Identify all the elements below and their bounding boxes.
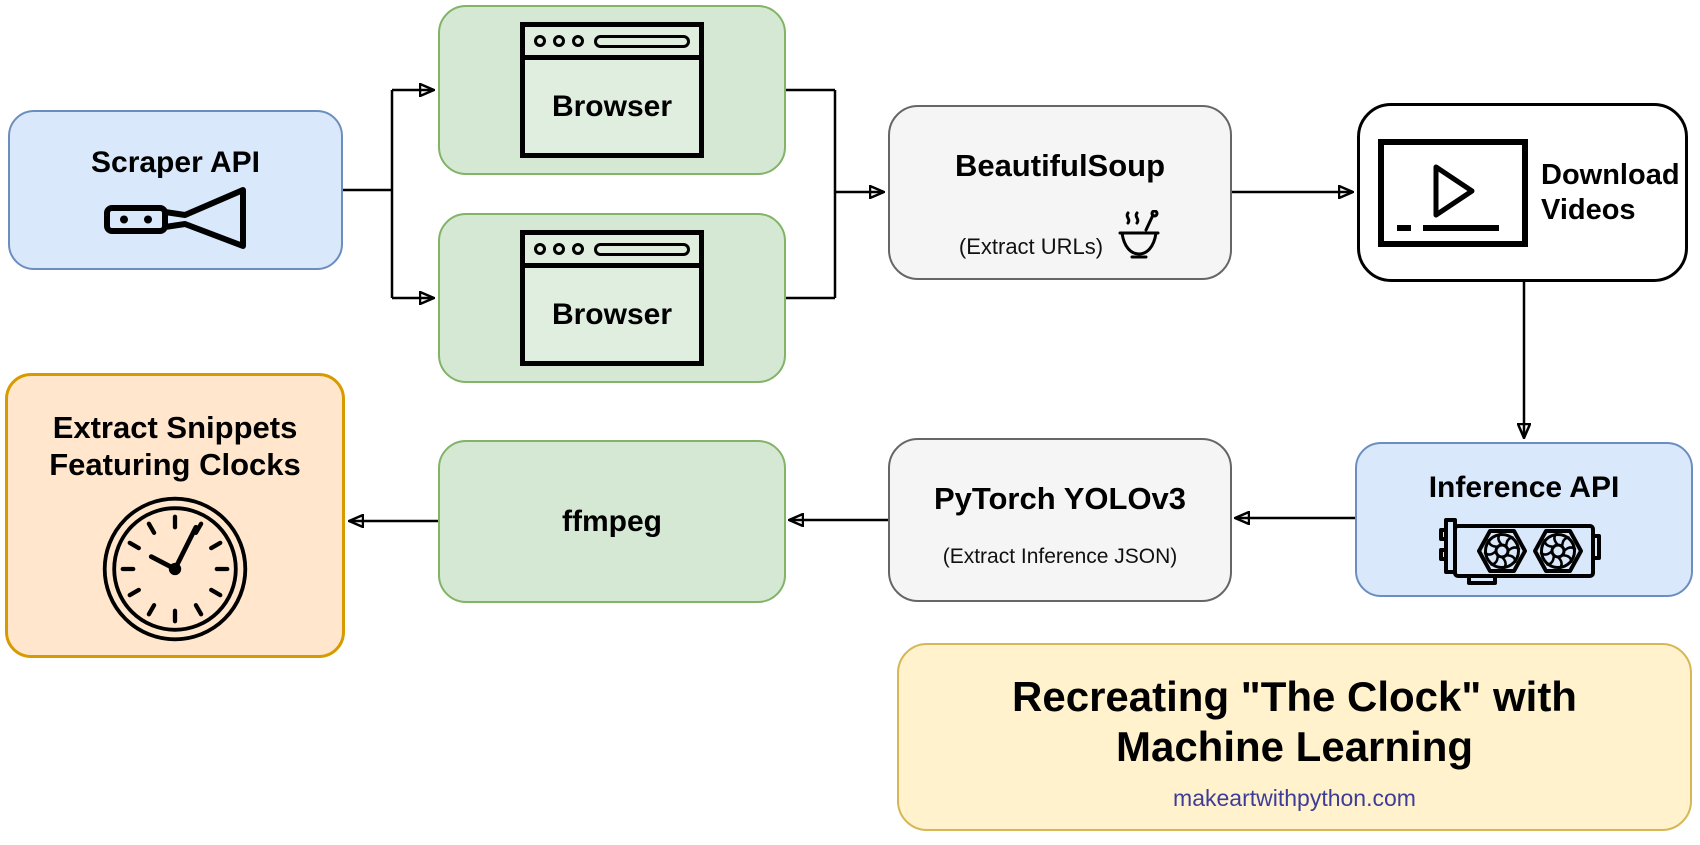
node-extract-snippets: Extract Snippets Featuring Clocks: [5, 373, 345, 658]
scraper-api-label: Scraper API: [91, 146, 260, 179]
node-browser-2: Browser: [438, 213, 786, 383]
website-link: makeartwithpython.com: [1173, 785, 1416, 812]
scraper-icon: [103, 187, 246, 249]
browser-dot-icon: [534, 243, 546, 255]
browser-dot-icon: [572, 35, 584, 47]
beautifulsoup-label: BeautifulSoup: [954, 148, 1166, 183]
node-beautifulsoup: BeautifulSoup (Extract URLs): [888, 105, 1232, 280]
browser-window-icon: Browser: [520, 22, 704, 158]
browser-dot-icon: [553, 243, 565, 255]
video-player-icon: [1378, 138, 1528, 247]
title-card: Recreating "The Clock" with Machine Lear…: [897, 643, 1692, 831]
browser-dot-icon: [553, 35, 565, 47]
node-browser-1: Browser: [438, 5, 786, 175]
pytorch-sublabel: (Extract Inference JSON): [942, 545, 1178, 569]
arrow-browsers-merge-trunk: [786, 88, 837, 300]
title-line-2: Machine Learning: [1115, 722, 1474, 770]
gpu-icon: [1439, 518, 1601, 585]
node-inference-api: Inference API: [1355, 442, 1693, 597]
pytorch-label: PyTorch YOLOv3: [933, 481, 1187, 516]
browser-dot-icon: [572, 243, 584, 255]
browser-dot-icon: [534, 35, 546, 47]
node-scraper-api: Scraper API: [8, 110, 343, 270]
url-bar-icon: [594, 242, 690, 256]
node-pytorch-yolov3: PyTorch YOLOv3 (Extract Inference JSON): [888, 438, 1232, 602]
download-videos-label: Download Videos: [1541, 158, 1680, 226]
node-download-videos: Download Videos: [1357, 103, 1688, 282]
node-ffmpeg: ffmpeg: [438, 440, 786, 603]
soup-bowl-icon: [1118, 210, 1160, 259]
beautifulsoup-sublabel: (Extract URLs): [958, 234, 1104, 260]
play-icon: [1397, 164, 1499, 231]
extract-snippets-label-line1: Extract Snippets: [52, 410, 298, 445]
arrow-scraper-branch-trunk: [343, 90, 394, 298]
clock-icon: [102, 497, 248, 642]
inference-api-label: Inference API: [1428, 471, 1620, 504]
ffmpeg-label: ffmpeg: [562, 504, 662, 538]
browser-toolbar: [525, 235, 699, 268]
extract-snippets-label-line2: Featuring Clocks: [49, 447, 301, 483]
browser-toolbar: [525, 27, 699, 60]
url-bar-icon: [594, 34, 690, 48]
title-line-1: Recreating "The Clock" with: [1012, 672, 1577, 720]
browser-label: Browser: [551, 89, 673, 123]
browser-window-icon: Browser: [520, 230, 704, 366]
browser-label: Browser: [551, 297, 673, 331]
